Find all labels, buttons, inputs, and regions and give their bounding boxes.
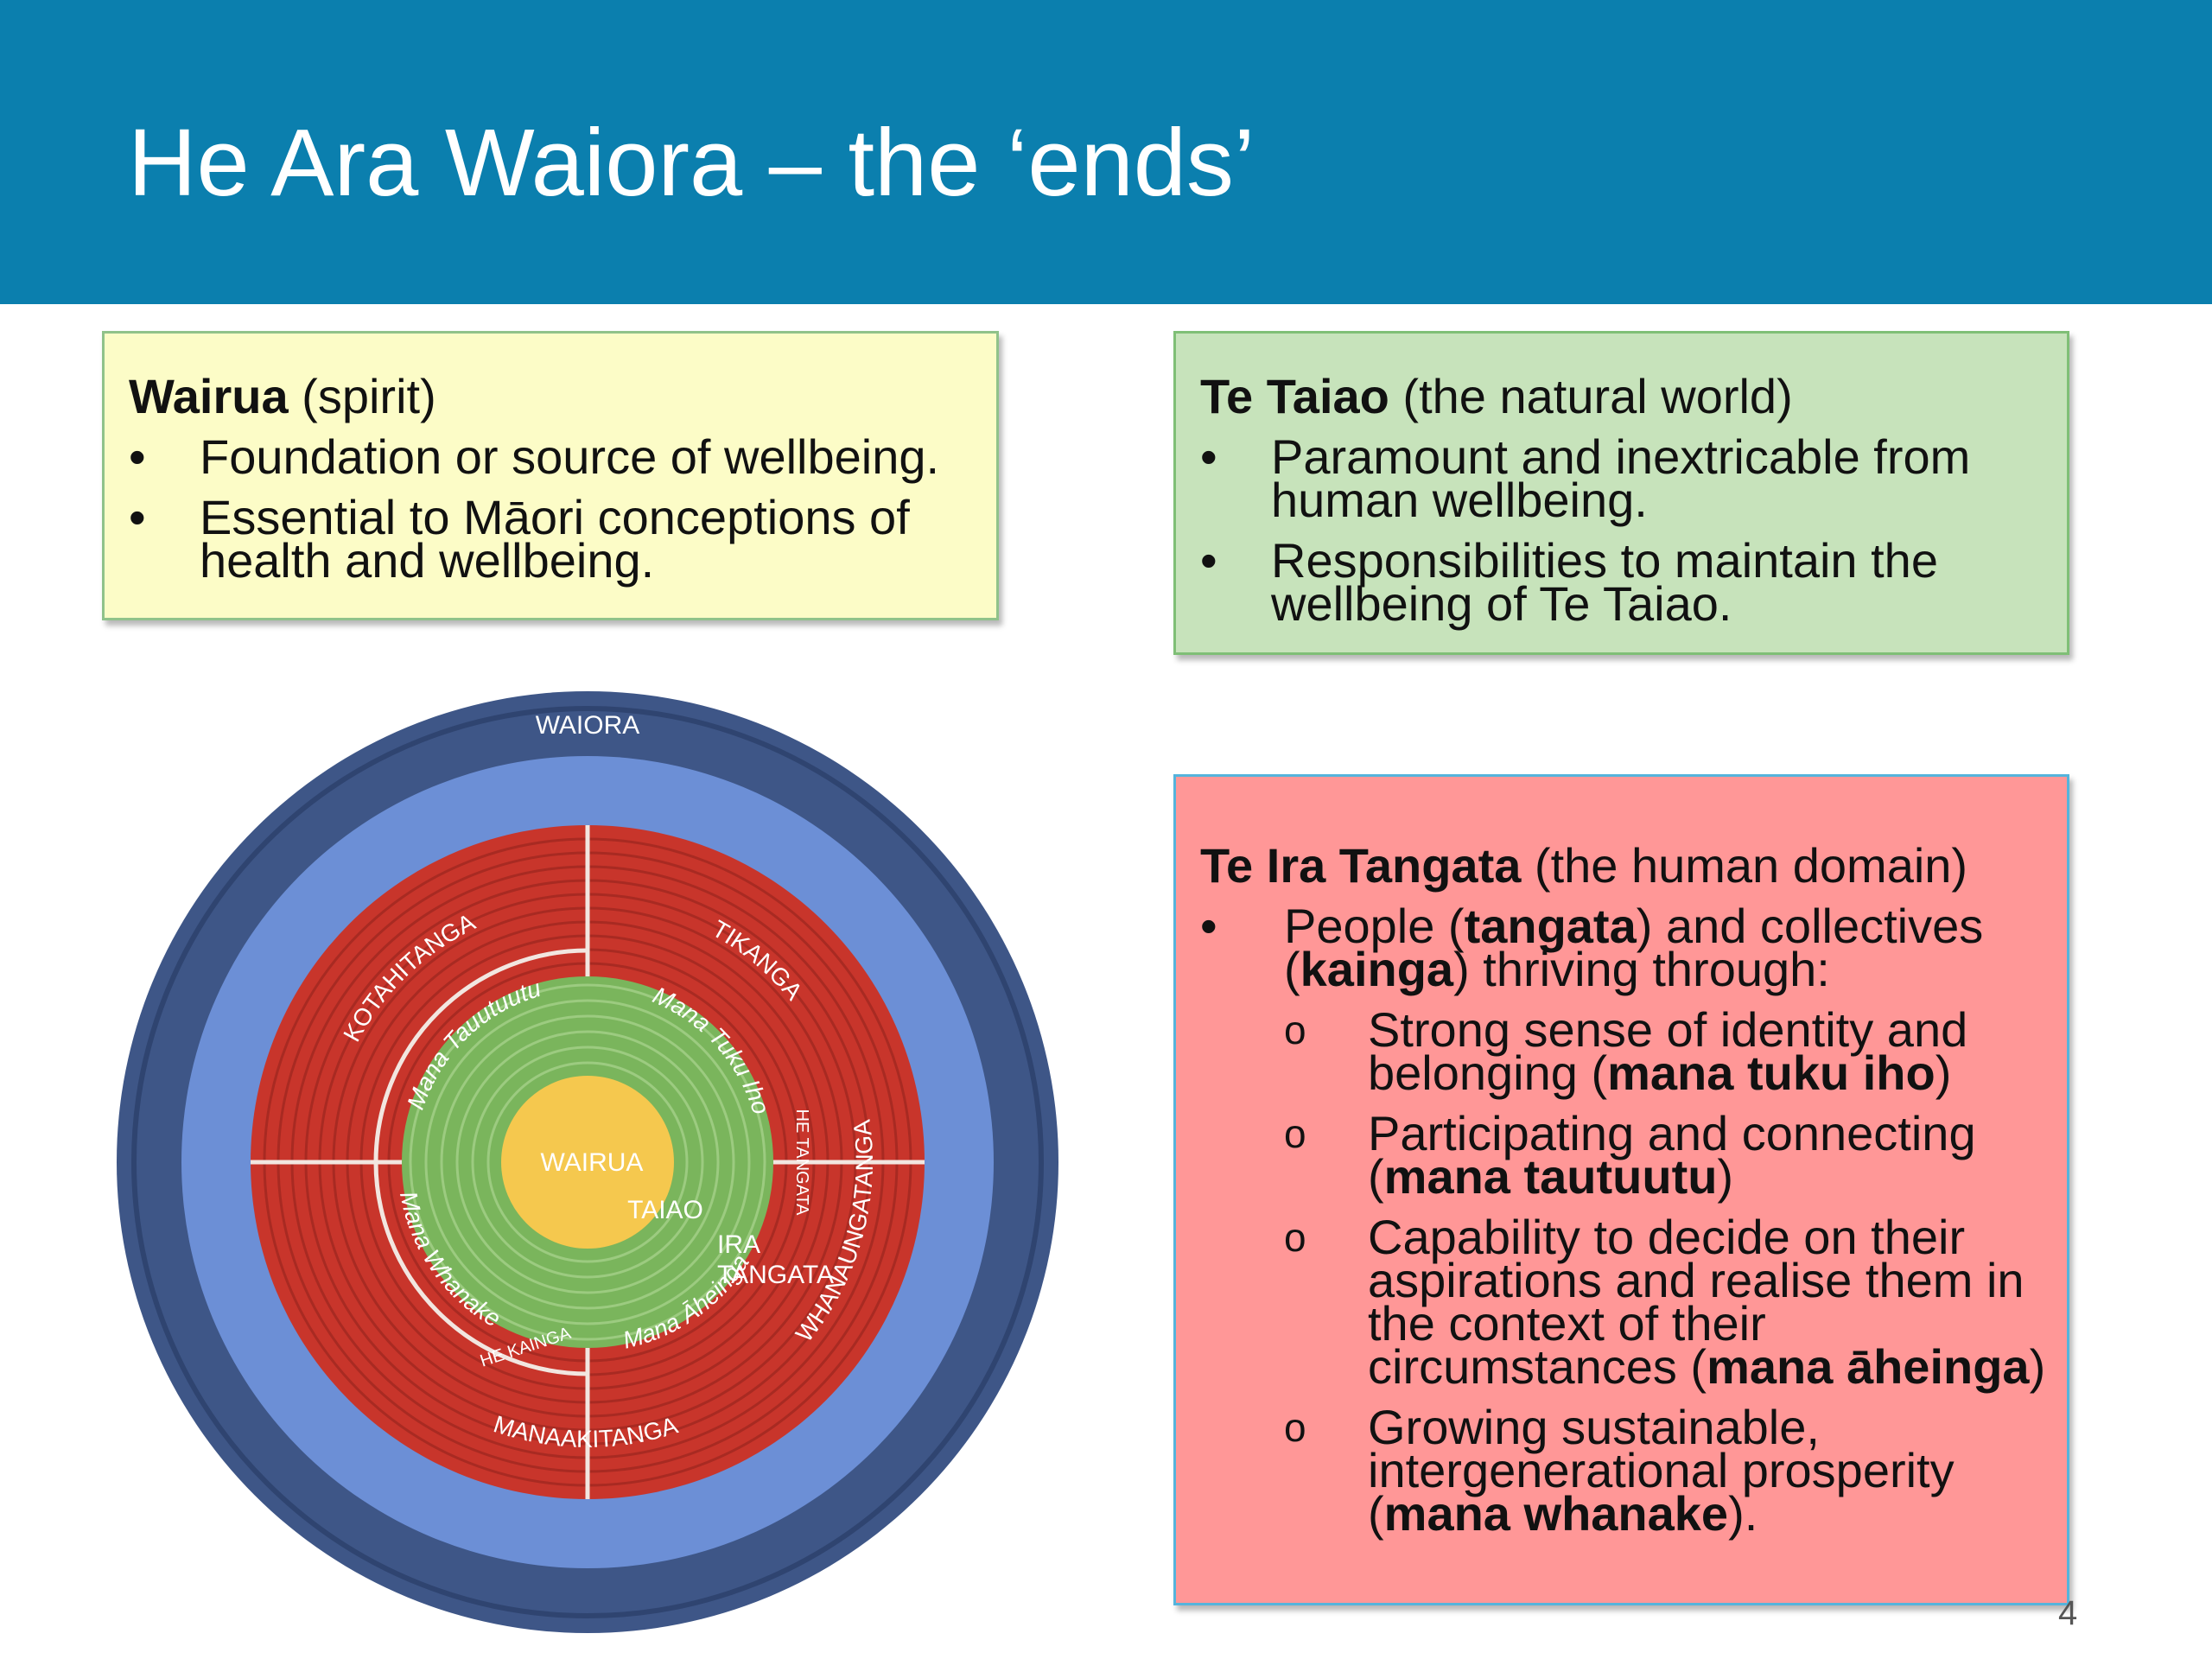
ira-tangata-label-line2: TANGATA — [717, 1261, 834, 1289]
text-run: Participating and connecting ( — [1368, 1106, 1976, 1204]
bullet-dot-icon: • — [1200, 429, 1217, 484]
list-item: o Strong sense of identity and belonging … — [1284, 1006, 2067, 1097]
te-ira-tangata-box: Te Ira Tangata (the human domain) • Peop… — [1173, 774, 2069, 1605]
text-run: People ( — [1284, 899, 1465, 953]
ira-tangata-label-line1: IRA — [717, 1230, 760, 1259]
bullet-dot-icon: • — [129, 429, 146, 484]
bullet-dot-icon: • — [129, 490, 146, 544]
te-ira-tangata-heading: Te Ira Tangata (the human domain) — [1200, 842, 2067, 890]
te-taiao-box: Te Taiao (the natural world) • Paramount … — [1173, 331, 2069, 655]
he-kainga-arc — [373, 1161, 588, 1376]
bullet-text: People (tangata) and collectives (kainga… — [1284, 902, 2067, 994]
page-number: 4 — [2058, 1594, 2078, 1632]
bullet-text: Responsibilities to maintain the wellbei… — [1271, 533, 1938, 631]
taiao-label: TAIAO — [627, 1196, 703, 1224]
bold-term: tangata — [1464, 899, 1637, 953]
taiao-ring-line — [471, 1046, 704, 1279]
he-tangata-arc — [373, 948, 588, 1163]
text-run: Strong sense of identity and belonging ( — [1368, 1002, 1968, 1100]
sub-bullet-text: Participating and connecting (mana tautu… — [1368, 1109, 2067, 1201]
list-item: • Responsibilities to maintain the wellbe… — [1200, 533, 2067, 631]
wairua-center — [501, 1076, 674, 1249]
wairua-box: Wairua (spirit) • Foundation or source of… — [102, 331, 999, 620]
sub-bullet-text: Growing sustainable, intergenerational p… — [1368, 1403, 2067, 1538]
bullet-text: Foundation or source of wellbeing. — [200, 429, 940, 484]
bold-term: mana tuku iho — [1607, 1046, 1936, 1100]
bullet-text: Essential to Māori conceptions of health… — [200, 490, 910, 588]
bold-term: mana tautuutu — [1383, 1149, 1718, 1204]
list-item: o Growing sustainable, intergenerational … — [1284, 1403, 2067, 1538]
text-run: ) — [2029, 1339, 2046, 1394]
list-item: • People (tangata) and collectives (kain… — [1200, 899, 2067, 1538]
taiao-ring-line — [455, 1030, 720, 1294]
taiao-ring-line — [409, 983, 766, 1341]
circle-bullet-icon: o — [1284, 1007, 1306, 1052]
text-run: ) and collectives ( — [1284, 899, 1984, 996]
te-taiao-gloss: (the natural world) — [1389, 369, 1793, 423]
taiao-ring-line — [424, 999, 751, 1325]
slide-title: He Ara Waiora – the ‘ends’ — [128, 110, 1255, 216]
list-item: o Participating and connecting (mana taut… — [1284, 1109, 2067, 1201]
te-taiao-heading: Te Taiao (the natural world) — [1200, 372, 2067, 421]
text-run: ). — [1728, 1486, 1758, 1541]
list-item: • Essential to Māori conceptions of healt… — [129, 490, 996, 588]
taiao-ring-lines — [409, 983, 766, 1341]
sub-bullet-list: o Strong sense of identity and belonging … — [1284, 1006, 2067, 1538]
bold-term: mana whanake — [1383, 1486, 1729, 1541]
text-run: Capability to decide on their aspiration… — [1368, 1210, 2024, 1394]
list-item: o Capability to decide on their aspiratio… — [1284, 1213, 2067, 1391]
sub-bullet-text: Capability to decide on their aspiration… — [1368, 1213, 2067, 1391]
te-ira-tangata-term: Te Ira Tangata — [1200, 838, 1522, 893]
wairua-gloss: (spirit) — [288, 369, 436, 423]
bullet-text: Paramount and inextricable from human we… — [1271, 429, 1971, 527]
te-taiao-term: Te Taiao — [1200, 369, 1389, 423]
text-run: ) — [1717, 1149, 1734, 1204]
wairua-heading: Wairua (spirit) — [129, 372, 996, 421]
he-ara-waiora-diagram: WAIORA KOTAHITANGA TIKANGA MANAAKITANGA … — [117, 691, 1058, 1633]
circle-bullet-icon: o — [1284, 1215, 1306, 1260]
list-item: • Foundation or source of wellbeing. — [129, 429, 996, 484]
waiora-label: WAIORA — [536, 711, 640, 740]
wairua-bullet-list: • Foundation or source of wellbeing. • Ess… — [129, 429, 996, 588]
bold-term: kainga — [1300, 942, 1454, 996]
taiao-ring-line — [486, 1061, 689, 1263]
bold-term: mana āheinga — [1707, 1339, 2030, 1394]
circle-bullet-icon: o — [1284, 1111, 1306, 1156]
text-run: ) thriving through: — [1453, 942, 1830, 996]
te-taiao-bullet-list: • Paramount and inextricable from human w… — [1200, 429, 2067, 631]
title-bar: He Ara Waiora – the ‘ends’ — [0, 0, 2212, 304]
wairua-label: WAIRUA — [541, 1148, 644, 1177]
te-ira-tangata-bullet-list: • People (tangata) and collectives (kain… — [1200, 899, 2067, 1538]
text-run: ) — [1935, 1046, 1952, 1100]
outer-ring-groove — [131, 706, 1044, 1618]
bullet-dot-icon: • — [1200, 899, 1217, 953]
list-item: • Paramount and inextricable from human w… — [1200, 429, 2067, 527]
circle-bullet-icon: o — [1284, 1405, 1306, 1450]
sub-bullet-text: Strong sense of identity and belonging (… — [1368, 1006, 2067, 1097]
wairua-term: Wairua — [129, 369, 289, 423]
bullet-dot-icon: • — [1200, 533, 1217, 588]
text-run: Growing sustainable, intergenerational p… — [1368, 1400, 1955, 1541]
taiao-ring-line — [440, 1014, 735, 1310]
te-ira-tangata-gloss: (the human domain) — [1521, 838, 1968, 893]
he-tangata-label: HE TANGATA — [792, 1109, 811, 1217]
